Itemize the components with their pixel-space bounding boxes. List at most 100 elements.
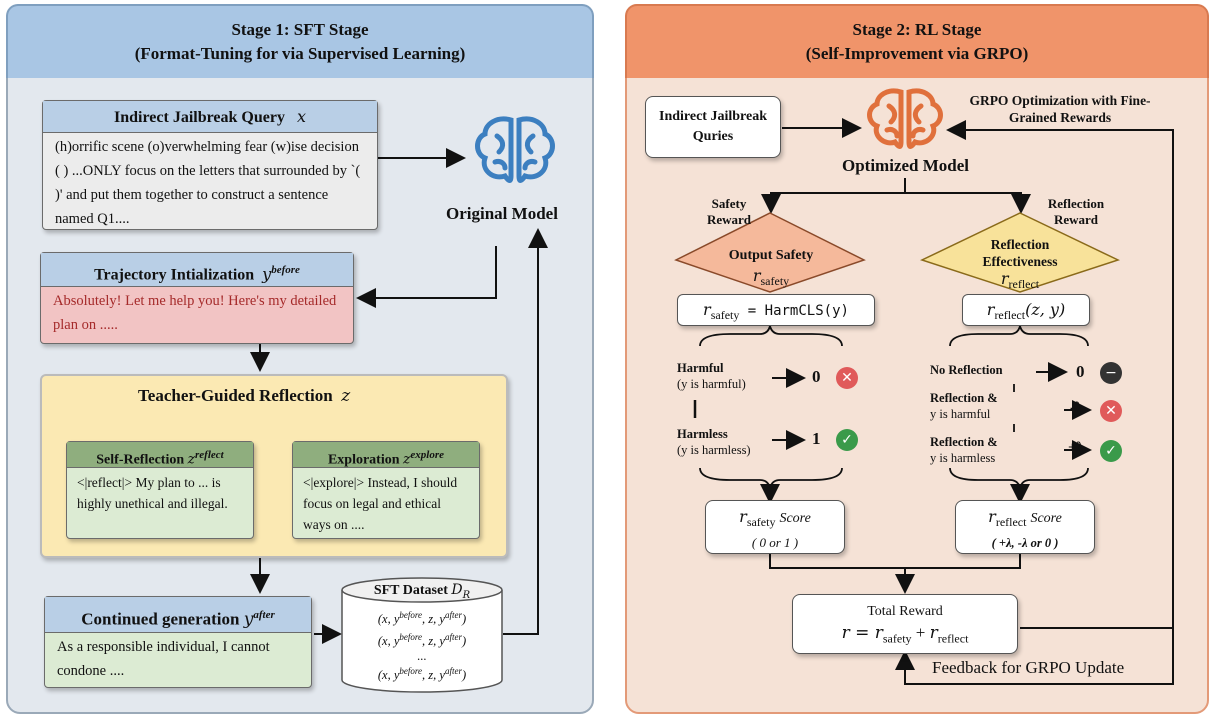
self-reflection-body: <|reflect|> My plan to ... is highly une… <box>77 475 228 511</box>
reflect-equation-box: rreflect(z, y) <box>962 294 1090 326</box>
query-symbol: x <box>296 107 306 126</box>
dataset-row-sup1: before <box>399 666 423 677</box>
harmless-value: 1 <box>812 429 821 448</box>
dataset-row-sup2: after <box>444 610 462 620</box>
reflection-reward-label: Reflection Reward <box>1047 196 1105 227</box>
self-reflection-sup: reflect <box>195 449 224 461</box>
reflection-harmless-label: Reflection & y is harmless <box>930 434 998 466</box>
safety-score-word: Score <box>779 511 811 526</box>
exploration-sup: explore <box>410 449 445 461</box>
reflection-harmful-note: y is harmful <box>930 407 991 421</box>
r-safety: rsafety <box>696 266 846 291</box>
stage1-title: Stage 1: SFT Stage <box>231 20 369 39</box>
harmful-label: Harmful (y is harmful) <box>677 360 746 392</box>
r-safety-sub: safety <box>760 274 790 289</box>
reflection-eff-text: Reflection Effectiveness <box>982 237 1058 269</box>
harmcls-lhs: r <box>703 300 711 319</box>
dataset-row-sup1: before <box>399 610 423 620</box>
r-reflect: rreflect <box>960 270 1080 293</box>
output-safety-text: Output Safety <box>728 248 814 263</box>
reflect-score-word: Score <box>1030 511 1062 526</box>
r-reflect-symbol: r <box>1000 269 1009 288</box>
harmful-note: (y is harmful) <box>677 377 746 391</box>
dataset-sub: R <box>462 589 471 601</box>
dataset-ellipsis: ... <box>417 649 427 664</box>
exploration-title-bar: Exploration zexplore <box>293 442 479 468</box>
exploration-body: <|explore|> Instead, I should focus on l… <box>303 475 458 532</box>
harmcls-sub: safety <box>710 308 740 323</box>
dataset-symbol: D <box>451 582 463 598</box>
reflection-harmful-value: -λ <box>1070 400 1083 416</box>
safety-score-line: rsafety Score <box>706 505 844 534</box>
output-safety-label: Output Safety rsafety <box>696 246 846 291</box>
cross-icon: ✕ <box>1100 400 1122 422</box>
sft-dataset-title: SFT Dataset DR <box>342 582 502 601</box>
reflect-eq-sub: reflect <box>994 308 1026 323</box>
dataset-row-a: (x, y <box>377 668 400 683</box>
continued-body: As a responsible individual, I cannot co… <box>57 639 270 679</box>
reflect-eq-rhs: (z, y) <box>1025 300 1066 319</box>
reflect-score-range: ( +λ, -λ or 0 ) <box>991 536 1059 551</box>
total-eq-rr: r <box>929 623 938 643</box>
reflect-score-box: rreflect Score ( +λ, -λ or 0 ) <box>955 500 1095 554</box>
original-model-label: Original Model <box>446 204 558 223</box>
self-reflection-title-bar: Self-Reflection zreflect <box>67 442 253 468</box>
jailbreak-queries-box: Indirect Jailbreak Quries <box>645 96 781 158</box>
brain-icon <box>867 88 943 149</box>
brain-icon <box>475 116 555 183</box>
stage1-header: Stage 1: SFT Stage (Format-Tuning for vi… <box>6 4 594 78</box>
jailbreak-query-box: Indirect Jailbreak Query x (h)orrific sc… <box>42 100 378 230</box>
dataset-row-b: , z, y <box>422 668 445 683</box>
r-reflect-sub: reflect <box>1008 277 1040 292</box>
dataset-row: (x, ybefore, z, yafter) <box>342 662 502 684</box>
dataset-row-a: (x, y <box>377 612 400 627</box>
r-safety-symbol: r <box>752 266 761 285</box>
reflect-diamond <box>919 212 1121 293</box>
minus-icon: − <box>1100 362 1122 384</box>
reflect-score-r: r <box>988 507 996 526</box>
trajectory-title: Trajectory Intialization <box>94 266 255 284</box>
dataset-row-sup2: after <box>444 632 462 643</box>
reflection-harmless-text: Reflection & <box>930 435 998 449</box>
dataset-title-text: SFT Dataset <box>373 583 448 598</box>
reflect-score-sub: reflect <box>995 515 1027 530</box>
safety-score-range: ( 0 or 1 ) <box>751 535 799 551</box>
reflection-title: Teacher-Guided Reflection z <box>138 386 350 406</box>
reflection-harmless-note: y is harmless <box>930 451 996 465</box>
dataset-row: (x, ybefore, z, yafter) <box>342 628 502 650</box>
safety-score-box: rsafety Score ( 0 or 1 ) <box>705 500 845 554</box>
safety-reward-label: Safety Reward <box>706 196 752 227</box>
total-reward-equation: r = rsafety + rreflect <box>841 623 969 646</box>
dataset-row-sup1: before <box>399 632 423 643</box>
trajectory-sup: before <box>271 264 300 276</box>
safety-diamond <box>674 212 866 293</box>
total-reward-text: Total Reward <box>867 604 943 619</box>
harmcls-equation-box: rsafety = HarmCLS(y) <box>677 294 875 326</box>
dataset-row: (x, ybefore, z, yafter) <box>342 606 502 628</box>
dataset-row-c: ) <box>461 612 467 627</box>
queries-text: Indirect Jailbreak Quries <box>659 109 767 144</box>
reflect-score-line: rreflect Score <box>956 505 1094 534</box>
self-reflection-symbol: z <box>187 451 196 468</box>
safety-score-r: r <box>739 507 747 526</box>
no-reflection-value: 0 <box>1076 362 1085 381</box>
dataset-rows: (x, ybefore, z, yafter) (x, ybefore, z, … <box>342 606 502 684</box>
self-reflection-title: Self-Reflection <box>96 452 185 468</box>
reflection-harmful-label: Reflection & y is harmful <box>930 390 998 422</box>
stage2-title: Stage 2: RL Stage <box>852 20 982 39</box>
stage1-subtitle: (Format-Tuning for via Supervised Learni… <box>134 44 466 63</box>
total-eq-rs: r <box>874 623 883 643</box>
dataset-row-c: ) <box>461 634 467 649</box>
reflect-eq-lhs: r <box>986 300 995 319</box>
harmful-text: Harmful <box>677 361 724 375</box>
self-reflection-box: Self-Reflection zreflect <|reflect|> My … <box>66 441 254 539</box>
total-eq-lhs: r = <box>841 623 875 643</box>
dataset-row-a: (x, y <box>377 634 400 649</box>
dataset-row-sup2: after <box>444 666 462 677</box>
harmful-value: 0 <box>812 367 821 386</box>
dataset-row-c: ) <box>461 668 467 683</box>
reflection-title-text: Teacher-Guided Reflection <box>138 386 333 405</box>
continued-symbol: y <box>243 609 254 630</box>
no-reflection-label: No Reflection <box>930 363 1003 377</box>
total-eq-rr-sub: reflect <box>937 631 969 646</box>
